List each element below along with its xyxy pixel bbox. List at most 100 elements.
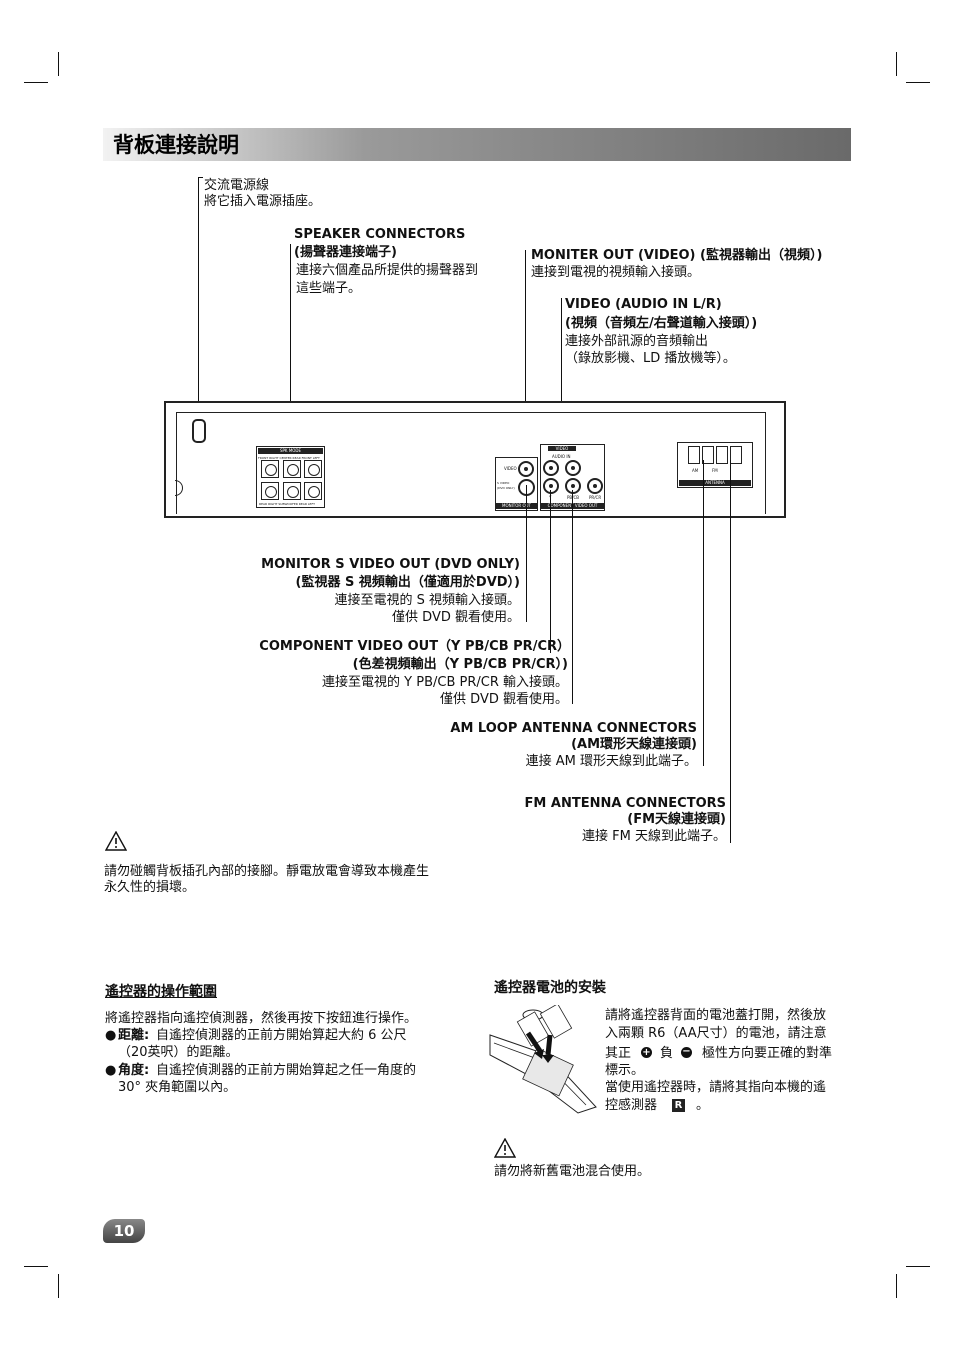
crop-mark xyxy=(906,82,930,83)
video-top-label: VIDEO xyxy=(548,446,576,451)
leader-line xyxy=(730,460,731,843)
pr-label: PR/CR xyxy=(589,495,602,500)
speaker-jack xyxy=(283,460,301,478)
remote-range-title: 遙控器的操作範圍 xyxy=(105,984,217,1000)
remote-range-intro: 將遙控器指向遙控偵測器，然後再按下按鈕進行操作。 xyxy=(105,1011,418,1026)
ac-power-title: 交流電源線 xyxy=(204,178,270,193)
speaker-title-zh: (揚聲器連接端子) xyxy=(294,245,397,260)
leader-line xyxy=(703,460,704,766)
video-port-label: VIDEO xyxy=(504,466,517,471)
component-y-jack xyxy=(543,478,559,494)
audio-in-desc-1: 連接外部訊源的音頻輸出 xyxy=(565,334,709,349)
header-bar xyxy=(103,128,851,161)
monitor-video-desc: 連接到電視的視頻輸入接頭。 xyxy=(531,265,701,280)
audio-in-title-zh: (視頻（音頻左/右聲道輸入接頭）) xyxy=(565,316,758,331)
distance-bullet: ● xyxy=(105,1028,117,1043)
am-desc: 連接 AM 環形天線到此端子。 xyxy=(525,754,697,769)
antenna-label: ANTENNA xyxy=(679,480,751,486)
spk-bottom-labels: REAR RIGHT SUBWOOFER REAR LEFT xyxy=(259,502,315,506)
component-title-en: COMPONENT VIDEO OUT（Y PB/CB PR/CR） xyxy=(259,639,570,654)
distance-label: 距離: xyxy=(118,1028,150,1043)
monitor-video-title: MONITER OUT (VIDEO) (監視器輸出（視頻）) xyxy=(531,248,823,263)
crop-mark xyxy=(24,1266,48,1267)
battery-line-4: 標示。 xyxy=(605,1063,645,1078)
battery-line-2: 入兩顆 R6（AA尺寸）的電池，請注意 xyxy=(605,1026,827,1041)
svideo-title-zh: (監視器 S 視頻輸出（僅適用於DVD）) xyxy=(295,575,520,590)
am-title-zh: (AM環形天線連接頭) xyxy=(571,737,697,752)
fm-desc: 連接 FM 天線到此端子。 xyxy=(582,829,726,844)
speaker-jack xyxy=(261,482,279,500)
plus-icon: + xyxy=(641,1047,652,1058)
power-cord-icon xyxy=(192,419,206,443)
warning-2-text: 請勿將新舊電池混合使用。 xyxy=(494,1164,651,1179)
audio-in-label: AUDIO IN xyxy=(552,454,571,459)
fm-title-zh: (FM天線連接頭) xyxy=(627,812,726,827)
battery-line-6a: 控感測器 xyxy=(605,1098,658,1113)
crop-mark xyxy=(896,52,897,76)
speaker-title-en: SPEAKER CONNECTORS xyxy=(294,227,466,242)
remote-battery-illustration xyxy=(489,1005,597,1114)
svideo-desc-2: 僅供 DVD 觀看使用。 xyxy=(392,610,520,625)
page-title: 背板連接說明 xyxy=(113,133,239,157)
warning-text-2: 永久性的損壞。 xyxy=(104,880,196,895)
battery-line-1: 請將遙控器背面的電池蓋打開，然後放 xyxy=(605,1008,827,1023)
leader-line xyxy=(525,250,526,465)
speaker-jack xyxy=(304,482,322,500)
leader-line xyxy=(198,177,199,423)
angle-label: 角度: xyxy=(118,1063,150,1078)
battery-line-3a: 其正 xyxy=(605,1046,632,1061)
speaker-jack xyxy=(304,460,322,478)
crop-mark xyxy=(896,1274,897,1298)
page-number: 10 xyxy=(103,1219,145,1243)
crop-mark xyxy=(906,1266,930,1267)
spk-top-labels: FRONT RIGHT CENTER REAR FRONT LEFT xyxy=(258,456,320,460)
component-desc-1: 連接至電視的 Y PB/CB PR/CR 輸入接頭。 xyxy=(322,675,568,690)
pb-label: PB/CB xyxy=(567,495,580,500)
battery-title: 遙控器電池的安裝 xyxy=(494,980,606,996)
spk-mode-label: SPK MODE xyxy=(258,448,323,454)
angle-bullet: ● xyxy=(105,1063,117,1078)
remote-sensor-icon: R xyxy=(672,1099,685,1112)
video-out-jack xyxy=(518,461,534,477)
svideo-title-en: MONITOR S VIDEO OUT (DVD ONLY) xyxy=(261,557,520,572)
crop-mark xyxy=(58,52,59,76)
leader-line xyxy=(526,485,527,622)
leader-line xyxy=(550,490,551,653)
speaker-jack xyxy=(261,460,279,478)
minus-icon: − xyxy=(681,1046,692,1058)
speaker-desc-1: 連接六個產品所提供的揚聲器到 xyxy=(296,263,479,278)
component-pr-jack xyxy=(587,478,603,494)
battery-line-6b: 。 xyxy=(696,1098,710,1113)
distance-text-2: （20英呎）的距離。 xyxy=(118,1045,239,1060)
angle-text-2: 30° 夾角範圍以內。 xyxy=(118,1080,237,1095)
battery-line-3b: 負 xyxy=(660,1046,674,1061)
speaker-jack xyxy=(283,482,301,500)
warning-icon xyxy=(105,831,127,851)
monitor-out-label: MONITOR OUT xyxy=(496,503,537,509)
battery-line-3c: 極性方向要正確的對準 xyxy=(702,1046,833,1061)
distance-text-1: 自遙控偵測器的正前方開始算起大約 6 公尺 xyxy=(156,1028,407,1043)
component-title-zh: (色差視頻輸出（Y PB/CB PR/CR）) xyxy=(352,657,568,672)
rear-panel-inner xyxy=(176,412,766,514)
antenna-terminal xyxy=(688,446,700,464)
leader-line xyxy=(561,298,562,440)
battery-line-5: 當使用遙控器時，請將其指向本機的遙 xyxy=(605,1080,827,1095)
leader-line xyxy=(198,177,203,178)
leader-line xyxy=(290,244,291,447)
crop-mark xyxy=(24,82,48,83)
component-desc-2: 僅供 DVD 觀看使用。 xyxy=(440,692,568,707)
antenna-terminal xyxy=(716,446,728,464)
audio-in-desc-2: （錄放影機、LD 播放機等）。 xyxy=(565,351,736,366)
fm-title-en: FM ANTENNA CONNECTORS xyxy=(524,796,726,811)
crop-mark xyxy=(58,1274,59,1298)
audio-in-jack-left xyxy=(543,460,559,476)
leader-line xyxy=(572,490,573,704)
am-title-en: AM LOOP ANTENNA CONNECTORS xyxy=(450,721,697,736)
audio-in-jack-right xyxy=(565,460,581,476)
am-label: AM xyxy=(692,468,699,473)
svideo-desc-1: 連接至電視的 S 視頻輸入接頭。 xyxy=(334,593,520,608)
svideo-port-label: S VIDEO (DVD ONLY) xyxy=(497,481,515,490)
warning-text-1: 請勿碰觸背板插孔內部的接腳。靜電放電會導致本機產生 xyxy=(104,864,430,879)
audio-in-title-en: VIDEO (AUDIO IN L/R) xyxy=(565,297,722,312)
component-pb-jack xyxy=(565,478,581,494)
